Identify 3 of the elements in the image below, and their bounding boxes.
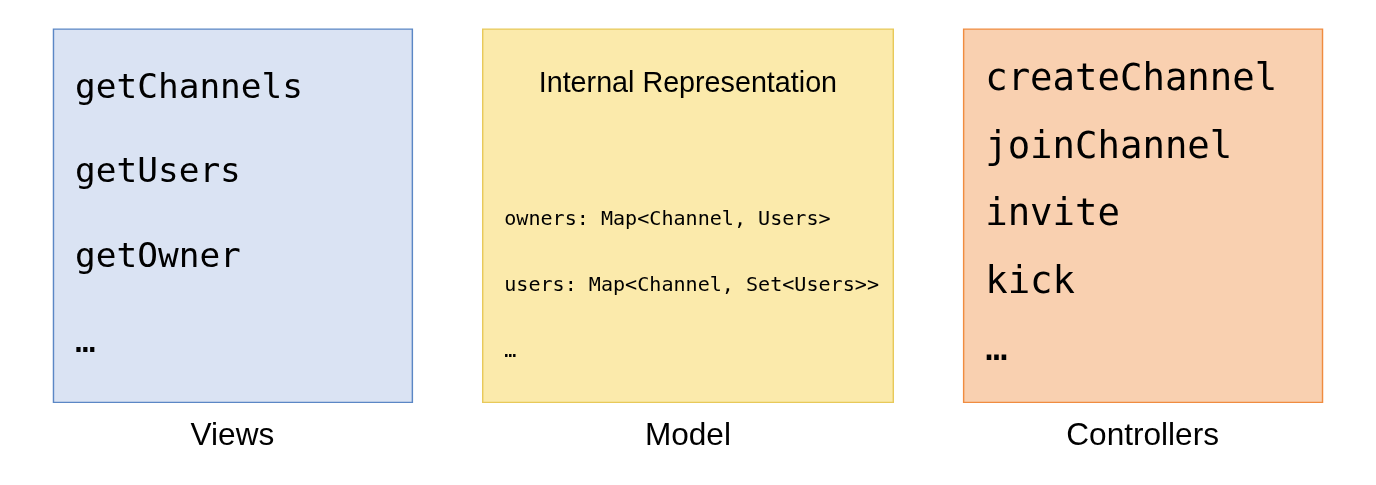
node-label: Views xyxy=(190,415,275,452)
node-label: Controllers xyxy=(1066,415,1219,452)
node-label: Model xyxy=(644,415,731,452)
